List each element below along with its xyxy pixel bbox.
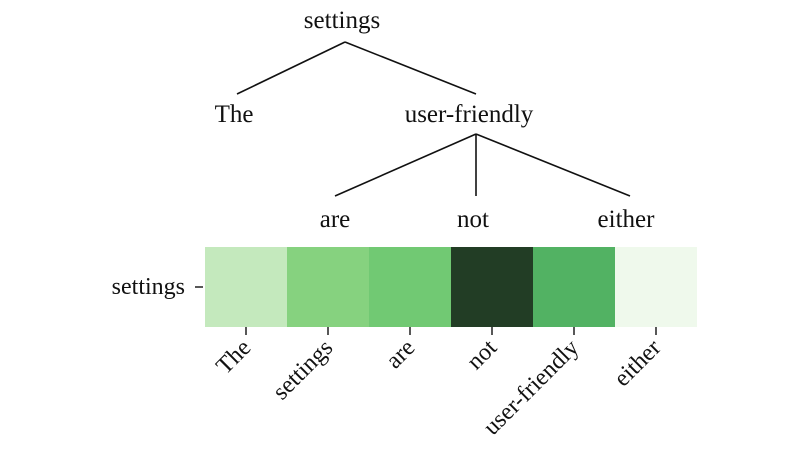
tree-word-user-friendly: user-friendly xyxy=(405,101,534,128)
heatmap-x-tick-label-0: The xyxy=(211,335,256,380)
heatmap-cell-3 xyxy=(451,247,533,327)
heatmap-x-tick-label-3: not xyxy=(462,335,502,375)
heatmap-cells xyxy=(205,247,697,327)
heatmap-x-tick-label-5: either xyxy=(609,335,666,392)
edge-root-user-friendly xyxy=(344,41,477,95)
tree-word-not: not xyxy=(457,206,489,233)
edge-root-the xyxy=(236,41,346,95)
tree-words: settings The user-friendly are not eithe… xyxy=(215,7,656,233)
heatmap-cell-5 xyxy=(615,247,697,327)
tree-word-either: either xyxy=(598,206,656,233)
tree-word-are: are xyxy=(320,206,351,233)
heatmap-cell-4 xyxy=(533,247,615,327)
edge-user-friendly-are xyxy=(334,133,477,197)
tree-edges xyxy=(236,41,631,197)
tree-root-word: settings xyxy=(304,7,380,34)
heatmap-row-label: settings xyxy=(112,274,185,300)
heatmap-x-tick-label-1: settings xyxy=(268,335,338,405)
heatmap-cell-1 xyxy=(287,247,369,327)
tree-word-the: The xyxy=(215,101,254,128)
heatmap-cell-0 xyxy=(205,247,287,327)
heatmap-x-ticks xyxy=(245,327,657,335)
heatmap-cell-2 xyxy=(369,247,451,327)
edge-user-friendly-either xyxy=(475,133,631,197)
heatmap-x-tick-label-2: are xyxy=(381,335,420,374)
